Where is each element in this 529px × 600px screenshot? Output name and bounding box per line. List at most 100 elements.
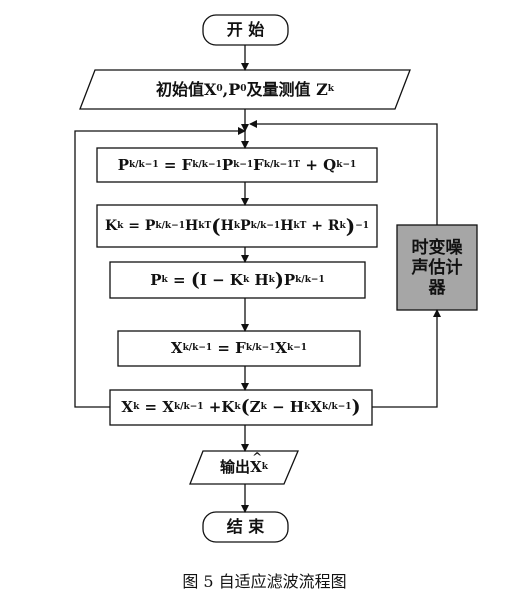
- init-p-sub: 0: [240, 84, 247, 94]
- f2-f: R: [327, 218, 340, 234]
- f1-c-sub: k/k−1: [263, 159, 294, 170]
- f5-open: (: [240, 396, 250, 418]
- init-z: Z: [316, 79, 328, 99]
- f5-a-sub: k/k−1: [174, 402, 204, 412]
- f2-f-sub: k: [339, 220, 346, 231]
- f2-e-sup: T: [299, 220, 307, 231]
- output-x-sub: k: [261, 462, 268, 472]
- f5-lhs: X: [121, 398, 134, 416]
- f2-lhs: K: [104, 218, 118, 234]
- output-hat-icon: ^: [252, 450, 263, 464]
- f3-a-sub: k: [242, 274, 250, 285]
- f4-b: X: [275, 339, 288, 357]
- f5-lhs-sub: k: [133, 402, 140, 412]
- f5-b-sub: k: [234, 402, 241, 412]
- f2-a: P: [144, 218, 156, 234]
- output-text: 输出: [220, 458, 251, 476]
- f1-a: F: [181, 155, 193, 174]
- f5-close: ): [351, 396, 361, 418]
- f2-open: (: [211, 214, 221, 238]
- f3-open: (: [190, 268, 200, 291]
- end-label: 结 束: [226, 517, 265, 536]
- init-mid: 及量测值: [246, 79, 311, 99]
- f5-eq: =: [144, 398, 158, 416]
- f2-e: H: [280, 218, 294, 234]
- f5-c-sub: k: [260, 402, 267, 412]
- f5-d-sub: k: [304, 402, 311, 412]
- f3-c: P: [283, 270, 296, 289]
- f3-minus: −: [212, 270, 225, 289]
- f2-inv: −1: [355, 220, 370, 231]
- f2-c: H: [220, 218, 234, 234]
- f2-plus: +: [311, 218, 323, 234]
- f4-lhs-sub: k/k−1: [182, 343, 213, 353]
- f1-b: P: [221, 155, 234, 174]
- f1-b-sub: k−1: [233, 159, 254, 170]
- init-x-sub: 0: [216, 84, 223, 94]
- loop-left-feedback: [74, 127, 246, 408]
- f3-i: I: [199, 270, 207, 289]
- f1-a-sub: k/k−1: [192, 159, 222, 170]
- init-p: P: [228, 79, 241, 99]
- figure-caption: 图 5 自适应滤波流程图: [182, 572, 347, 591]
- f2-e-sub: k: [293, 220, 300, 231]
- noise-line-2: 声估计: [411, 257, 463, 278]
- noise-line-1: 时变噪: [411, 237, 463, 258]
- f4-a: F: [235, 339, 246, 357]
- f3-a: K: [229, 270, 243, 289]
- box-kalman-gain: [96, 204, 378, 248]
- f3-eq: =: [173, 270, 186, 289]
- f2-b: H: [184, 218, 199, 234]
- f5-e: X: [310, 398, 322, 416]
- f5-b: K: [221, 398, 235, 416]
- f5-c: Z: [249, 398, 261, 416]
- f1-lhs-sub: k/k−1: [129, 159, 159, 170]
- f1-lhs: P: [117, 155, 130, 174]
- f5-e-sub: k/k−1: [322, 402, 352, 412]
- init-z-sub: k: [327, 84, 335, 94]
- box-predict-state: [117, 330, 361, 367]
- f4-lhs: X: [170, 339, 183, 357]
- box-update-covariance: [109, 261, 366, 299]
- init-sep: ,: [222, 79, 229, 99]
- init-text: 初始值: [155, 79, 204, 99]
- f2-d: P: [240, 218, 251, 234]
- f1-d-sub: k−1: [336, 159, 357, 170]
- f2-b-sub: k: [198, 220, 205, 231]
- f3-b: H: [254, 270, 269, 289]
- f1-c-sup: T: [293, 159, 301, 170]
- f1-d: Q: [323, 155, 337, 174]
- f2-b-sup: T: [204, 220, 212, 231]
- f1-c: F: [253, 155, 264, 174]
- f4-eq: =: [217, 339, 230, 357]
- f2-lhs-sub: k: [117, 220, 124, 231]
- f1-plus: +: [305, 155, 318, 174]
- f1-eq: =: [163, 155, 177, 174]
- f2-c-sub: k: [233, 220, 241, 231]
- f5-a: X: [162, 398, 174, 416]
- f3-lhs-sub: k: [161, 274, 168, 285]
- f3-c-sub: k/k−1: [295, 274, 325, 285]
- loop-right-to-estimator: [372, 309, 441, 408]
- noise-estimator-label: 时变噪 声估计 器: [407, 225, 467, 310]
- init-input: [79, 69, 411, 110]
- output-x-letter: X: [250, 458, 262, 476]
- noise-estimator-box: [396, 224, 478, 311]
- output-node: [189, 450, 299, 485]
- init-x: X: [203, 79, 217, 99]
- f2-d-sub: k/k−1: [250, 220, 281, 231]
- f5-plus: +: [208, 398, 222, 416]
- box-predict-covariance: [96, 147, 378, 183]
- output-x: X^: [250, 451, 262, 476]
- f2-a-sub: k/k−1: [155, 220, 185, 231]
- f5-d: H: [289, 398, 305, 416]
- f3-close: ): [274, 268, 284, 291]
